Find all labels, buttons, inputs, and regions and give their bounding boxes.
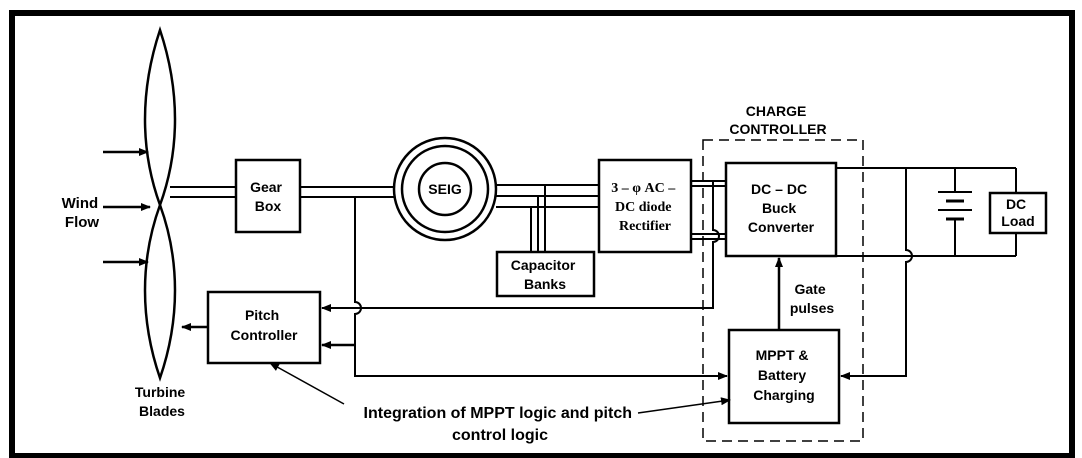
buck-converter-label: DC – DC Buck Converter xyxy=(748,181,815,235)
outer-frame xyxy=(9,10,1075,458)
capacitor-banks-label: Capacitor Banks xyxy=(511,257,579,292)
mppt-battery-charging xyxy=(727,328,841,425)
turbine-blades-label: Turbine Blades xyxy=(135,384,189,419)
dc-load xyxy=(988,191,1048,235)
speed-feedback-line xyxy=(354,197,728,380)
buck-converter xyxy=(724,161,838,258)
seig-label: SEIG xyxy=(428,181,462,197)
charge-controller-label: CHARGE CONTROLLER xyxy=(729,103,826,137)
rectifier-block xyxy=(597,158,693,254)
annotation-arrow-left xyxy=(269,362,345,405)
gear-box xyxy=(234,158,302,234)
wind-flow-label: Wind Flow xyxy=(62,195,103,231)
dc-feedback-line xyxy=(321,181,720,312)
pitch-controller-label: Pitch Controller xyxy=(231,307,298,343)
battery-feedback-line xyxy=(840,168,913,380)
pitch-controller xyxy=(206,290,322,365)
gate-pulses-label: Gate pulses xyxy=(790,281,835,316)
turbine-blades xyxy=(143,26,177,382)
capacitor-banks xyxy=(495,250,596,298)
charge-controller-region xyxy=(702,139,864,442)
seig-generator xyxy=(392,136,498,242)
gear-box-label: Gear Box xyxy=(250,179,286,214)
battery xyxy=(938,168,972,256)
annotation-arrow-right xyxy=(637,397,731,414)
dc-load-label: DC Load xyxy=(1001,196,1034,229)
integration-annotation: Integration of MPPT logic and pitch cont… xyxy=(364,405,637,444)
mppt-label: MPPT & Battery Charging xyxy=(753,347,814,403)
rectifier-label: 3 – φ AC – DC diode Rectifier xyxy=(611,181,678,234)
